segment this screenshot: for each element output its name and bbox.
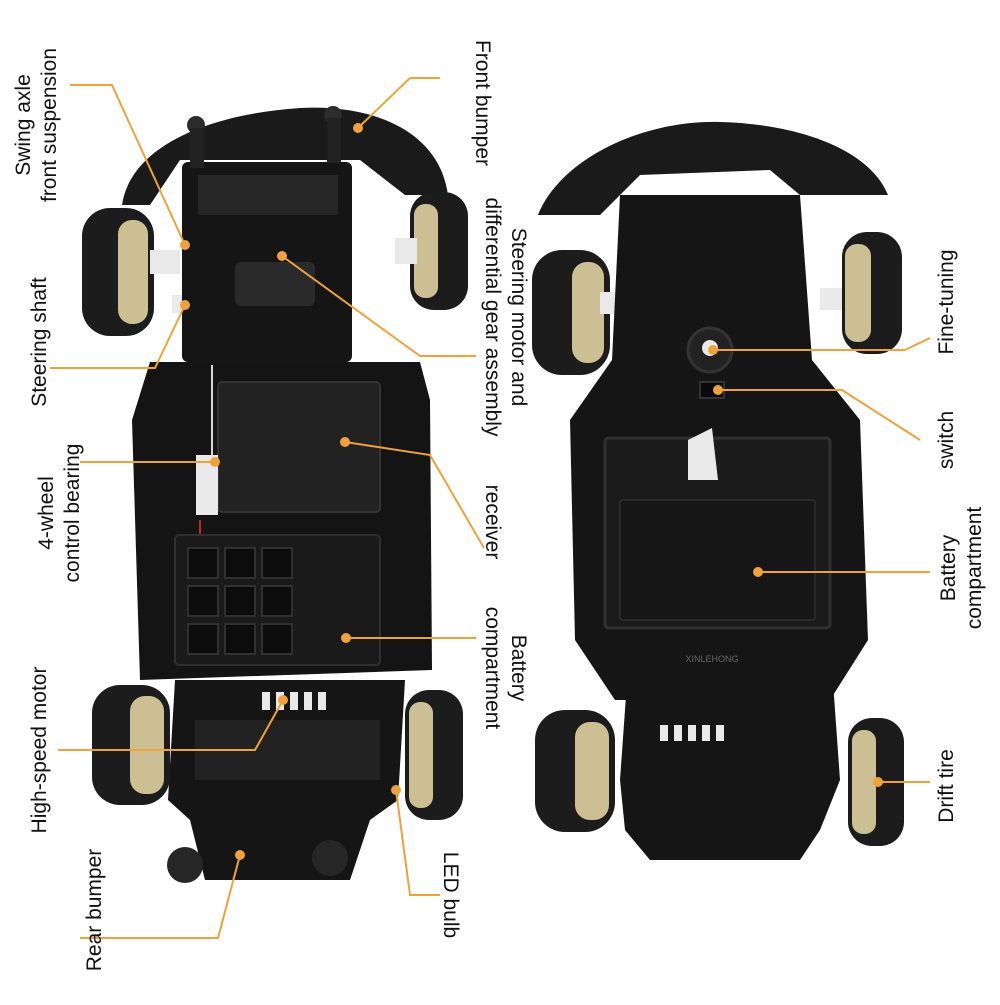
- label-swing-axle: Swing axle front suspension: [11, 48, 63, 202]
- label-receiver: receiver: [479, 485, 505, 560]
- label-led-bulb: LED bulb: [437, 852, 463, 938]
- left-post-r-stem: [327, 118, 341, 163]
- label-battery-left-line1: Battery: [507, 634, 530, 702]
- right-rear-right-rim: [852, 730, 876, 834]
- leader-swing-axle: [70, 84, 186, 246]
- dot-fine-tuning: [708, 345, 718, 355]
- dot-battery-right: [753, 567, 763, 577]
- left-chassis: [82, 106, 468, 883]
- label-fine-tuning-line1: Fine-tuning: [935, 249, 958, 355]
- right-knuckle-r: [820, 288, 842, 310]
- label-drift-tire-line1: Drift tire: [935, 749, 958, 823]
- label-high-speed-motor: High-speed motor: [27, 667, 53, 834]
- dot-switch: [713, 385, 723, 395]
- right-front-left-rim: [572, 262, 604, 363]
- dot-led-bulb: [391, 785, 401, 795]
- label-steering-motor: Steering motor and differential gear ass…: [479, 198, 531, 437]
- label-steering-motor-line1: Steering motor and: [507, 227, 530, 407]
- right-front-right-rim: [845, 244, 871, 342]
- leader-steering-motor: [281, 255, 476, 357]
- label-high-speed-motor-line1: High-speed motor: [28, 666, 51, 834]
- label-four-wheel-line1: 4-wheel: [35, 476, 58, 550]
- label-steering-shaft-line1: Steering shaft: [28, 277, 51, 407]
- leader-high-speed-motor: [58, 699, 284, 751]
- leader-receiver: [344, 441, 485, 549]
- right-chassis: XINLEHONG: [532, 121, 904, 860]
- label-steering-motor-line2: differential gear assembly: [481, 197, 504, 437]
- label-four-wheel-line2: control bearing: [61, 443, 84, 583]
- leader-switch: [718, 389, 921, 441]
- leader-lines: [50, 77, 931, 939]
- left-rear-post-r: [312, 840, 348, 876]
- label-switch-line1: switch: [935, 410, 958, 470]
- label-battery-right: Battery compartment: [936, 507, 988, 630]
- label-swing-axle-line2: front suspension: [38, 47, 61, 203]
- right-brand-mark: XINLEHONG: [685, 654, 738, 664]
- left-bearing-white: [196, 455, 218, 515]
- label-steering-shaft: Steering shaft: [27, 277, 53, 407]
- label-battery-left: Battery compartment: [479, 607, 531, 730]
- label-switch: switch: [934, 411, 960, 469]
- label-rear-bumper-line1: Rear bumper: [83, 848, 106, 972]
- right-rear-housing: [620, 640, 840, 860]
- dot-battery-left: [341, 633, 351, 643]
- dot-four-wheel: [210, 457, 220, 467]
- left-gear-box: [235, 262, 315, 306]
- left-front-housing-top: [198, 175, 338, 215]
- label-four-wheel: 4-wheel control bearing: [34, 444, 86, 583]
- dot-drift-tire: [873, 777, 883, 787]
- dot-swing-axle: [180, 240, 190, 250]
- dot-high-speed-motor: [278, 695, 288, 705]
- left-rear-left-rim: [130, 696, 164, 794]
- dot-rear-bumper: [235, 850, 245, 860]
- dot-steering-shaft: [180, 300, 190, 310]
- leader-rear-bumper: [80, 854, 241, 939]
- left-steering-knuckle-r: [395, 238, 417, 264]
- dot-steering-motor: [277, 251, 287, 261]
- leader-fine-tuning: [713, 337, 931, 351]
- leader-steering-shaft: [50, 304, 186, 369]
- leader-front-bumper: [357, 77, 440, 129]
- right-motor-coils: [660, 725, 724, 741]
- label-rear-bumper: Rear bumper: [82, 849, 108, 972]
- right-battery-inner: [619, 499, 816, 621]
- label-led-bulb-line1: LED bulb: [439, 851, 462, 939]
- left-battery-grid: [187, 547, 293, 655]
- right-battery-latch: [688, 428, 718, 480]
- right-front-bumper: [538, 121, 888, 215]
- leader-dots: [180, 123, 883, 860]
- dot-receiver: [340, 437, 350, 447]
- left-front-right-rim: [414, 204, 438, 298]
- label-battery-right-line2: compartment: [963, 506, 986, 630]
- left-receiver-box: [217, 381, 381, 513]
- label-drift-tire: Drift tire: [934, 749, 960, 823]
- dot-front-bumper: [353, 123, 363, 133]
- label-battery-right-line1: Battery: [937, 534, 960, 602]
- left-steering-knuckle-l: [150, 250, 180, 274]
- left-rear-post-l: [167, 847, 203, 883]
- left-front-left-rim: [118, 220, 148, 324]
- label-front-bumper: Front bumper: [469, 40, 495, 166]
- right-rear-left-rim: [575, 722, 609, 820]
- label-battery-left-line2: compartment: [481, 606, 504, 730]
- label-front-bumper-line1: Front bumper: [471, 39, 494, 167]
- label-fine-tuning: Fine-tuning: [934, 249, 960, 354]
- left-post-l-stem: [190, 128, 204, 168]
- label-receiver-line1: receiver: [481, 484, 504, 560]
- label-swing-axle-line1: Swing axle: [12, 74, 35, 176]
- left-rear-right-rim: [409, 702, 433, 808]
- leader-led-bulb: [395, 789, 440, 896]
